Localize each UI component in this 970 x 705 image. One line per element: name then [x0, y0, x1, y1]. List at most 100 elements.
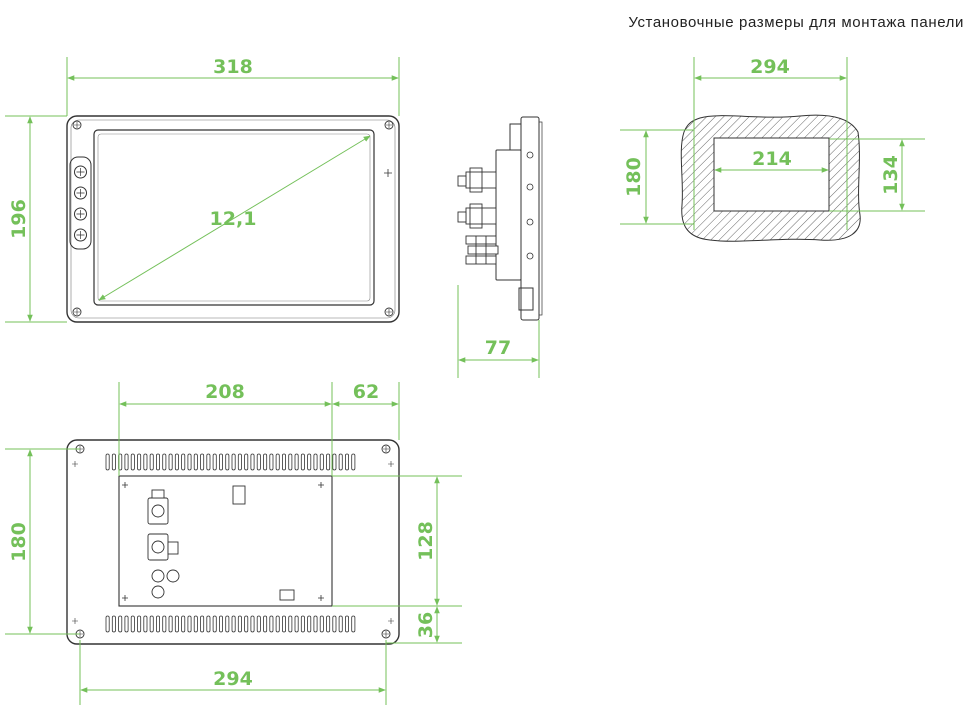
vent-slot [275, 615, 280, 633]
vent-slot [225, 615, 230, 633]
vent-slot [256, 615, 261, 633]
vent-slot [250, 453, 255, 471]
vent-slot [181, 453, 186, 471]
vent-slot [231, 615, 236, 633]
vent-slot [338, 615, 343, 633]
vent-slot [250, 615, 255, 633]
vent-slot [344, 453, 349, 471]
front-bezel-inner [70, 119, 396, 319]
side-rear-tab [518, 287, 534, 311]
cutout-dimensions [620, 57, 925, 230]
vent-slot [149, 615, 154, 633]
rear-height-label: 180 [8, 522, 30, 562]
vent-slot [105, 615, 110, 633]
vent-slot [206, 453, 211, 471]
mounting-caption: Установочные размеры для монтажа панели [628, 14, 964, 31]
side-screws [526, 151, 534, 260]
vent-slot [231, 453, 236, 471]
vent-slot [187, 453, 192, 471]
vent-slot [118, 615, 123, 633]
vent-slot [326, 453, 331, 471]
rear-bottom-span-label: 294 [213, 668, 253, 690]
vent-slot [237, 615, 242, 633]
vent-slot [237, 453, 242, 471]
side-bezel [520, 116, 540, 321]
vent-slot [181, 615, 186, 633]
front-buttons [74, 165, 87, 242]
vent-slot [225, 453, 230, 471]
vent-slot [294, 615, 299, 633]
front-led [384, 169, 392, 177]
vent-slot [212, 615, 217, 633]
vent-slot [143, 453, 148, 471]
vent-slot [269, 615, 274, 633]
vent-slot [212, 453, 217, 471]
vent-slot [193, 453, 198, 471]
vent-slot [168, 453, 173, 471]
side-dimensions [457, 285, 540, 378]
vent-slot [326, 615, 331, 633]
rear-vents-top [105, 453, 356, 471]
side-connectors [457, 167, 499, 265]
vent-slot [124, 453, 129, 471]
vent-slot [155, 615, 160, 633]
cutout-outer-width-label: 294 [750, 56, 790, 78]
vent-slot [288, 615, 293, 633]
vent-slot [263, 453, 268, 471]
cutout-inner-height-label: 134 [880, 155, 902, 195]
vent-slot [313, 615, 318, 633]
cutout-inner-width-label: 214 [752, 148, 792, 170]
vent-slot [263, 615, 268, 633]
rear-bottom-offset-label: 36 [415, 612, 437, 638]
side-body [495, 149, 522, 281]
rear-dimensions [5, 382, 462, 705]
panel-cutout [680, 114, 861, 242]
vent-slot [200, 615, 205, 633]
vent-slot [162, 453, 167, 471]
side-view [457, 116, 543, 321]
vent-slot [244, 615, 249, 633]
vent-slot [351, 615, 356, 633]
vent-slot [187, 615, 192, 633]
side-front-tab [509, 123, 522, 151]
rear-plate-height-label: 128 [415, 521, 437, 561]
rear-plate-screws [122, 482, 324, 601]
cutout-opening [713, 137, 830, 212]
side-bezel-edge [538, 121, 543, 316]
vent-slot [143, 615, 148, 633]
front-dimensions [5, 57, 400, 323]
diagonal-label: 12,1 [210, 208, 257, 230]
rear-top-span-label: 208 [205, 381, 245, 403]
vent-slot [124, 615, 129, 633]
vent-slot [281, 615, 286, 633]
vent-slot [275, 453, 280, 471]
rear-view [66, 439, 400, 645]
front-screws [72, 120, 394, 317]
vent-slot [256, 453, 261, 471]
vent-slot [200, 453, 205, 471]
vent-slot [307, 453, 312, 471]
vent-slot [105, 453, 110, 471]
vent-slot [130, 453, 135, 471]
vent-slot [281, 453, 286, 471]
depth-label: 77 [485, 337, 511, 359]
vent-slot [344, 615, 349, 633]
vent-slot [313, 453, 318, 471]
vent-slot [168, 615, 173, 633]
vent-slot [319, 615, 324, 633]
rear-connectors [147, 485, 295, 601]
vent-slot [307, 615, 312, 633]
vent-slot [137, 615, 142, 633]
vent-slot [351, 453, 356, 471]
vent-slot [174, 615, 179, 633]
front-width-label: 318 [213, 56, 253, 78]
vent-slot [294, 453, 299, 471]
vent-slot [319, 453, 324, 471]
rear-vents-bottom [105, 615, 356, 633]
vent-slot [155, 453, 160, 471]
vent-slot [269, 453, 274, 471]
vent-slot [300, 453, 305, 471]
vent-slot [218, 453, 223, 471]
cutout-outer-height-label: 180 [623, 157, 645, 197]
